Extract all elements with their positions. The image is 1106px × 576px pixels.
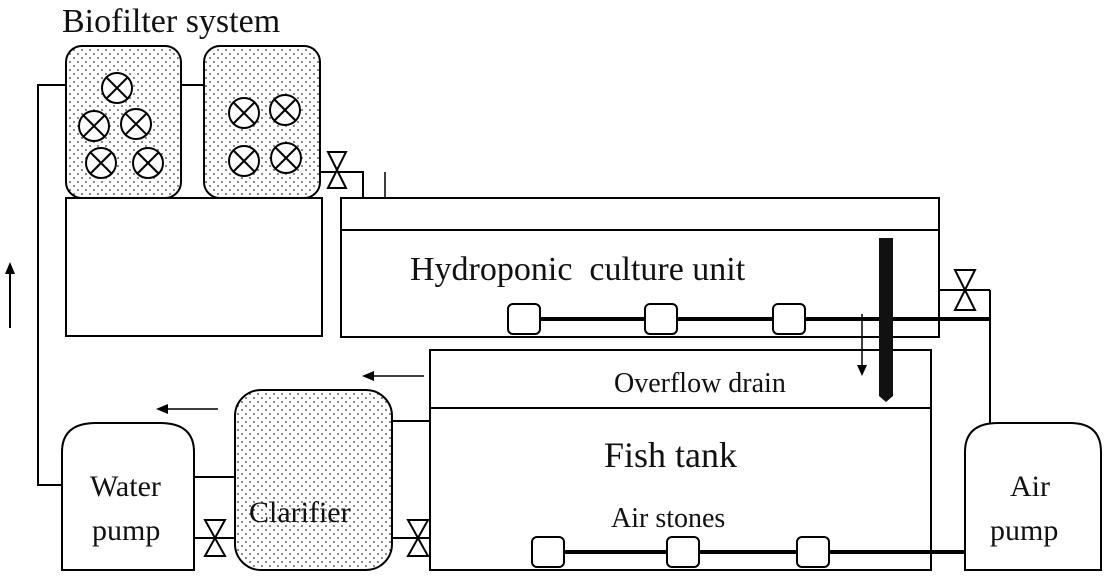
fish-tank — [429, 349, 932, 571]
overflow-drain-pipe — [879, 238, 893, 396]
valve-icon — [406, 519, 430, 557]
overflow-drain-tip — [879, 396, 893, 402]
biofilter-stand — [65, 197, 323, 337]
hydro-air-stone-1 — [507, 303, 541, 335]
left-arrow-icon — [362, 371, 424, 381]
water-pump — [61, 422, 195, 571]
air-pump-label-1: Air — [1010, 470, 1050, 503]
fish-tank-label: Fish tank — [604, 435, 737, 475]
air-pump — [964, 422, 1102, 571]
return-pipe — [37, 84, 66, 486]
hydro-air-stone-2 — [644, 303, 678, 335]
valve-icon — [953, 269, 977, 311]
hydroponic-label: Hydroponic culture unit — [410, 251, 746, 288]
fish-air-stone-2 — [666, 536, 700, 568]
left-arrow-icon — [156, 404, 218, 414]
down-arrow-icon — [857, 314, 867, 376]
hydroponic-unit — [340, 197, 940, 338]
water-pump-label-2: pump — [92, 514, 160, 547]
valve-icon — [326, 151, 348, 189]
air-stones-label: Air stones — [611, 503, 725, 534]
air-pump-label-2: pump — [990, 514, 1058, 547]
fish-air-stone-1 — [531, 536, 565, 568]
overflow-drain-label: Overflow drain — [614, 368, 786, 399]
clarifier-label: Clarifier — [249, 496, 351, 529]
up-arrow-icon — [5, 262, 15, 328]
clarifier — [234, 389, 393, 571]
valve-icon — [203, 519, 227, 557]
biofilter-tank-2 — [203, 45, 321, 199]
fish-air-stone-3 — [796, 536, 830, 568]
hydro-air-stone-3 — [772, 303, 806, 335]
water-pump-label-1: Water — [90, 470, 161, 503]
biofilter-label: Biofilter system — [62, 3, 280, 40]
